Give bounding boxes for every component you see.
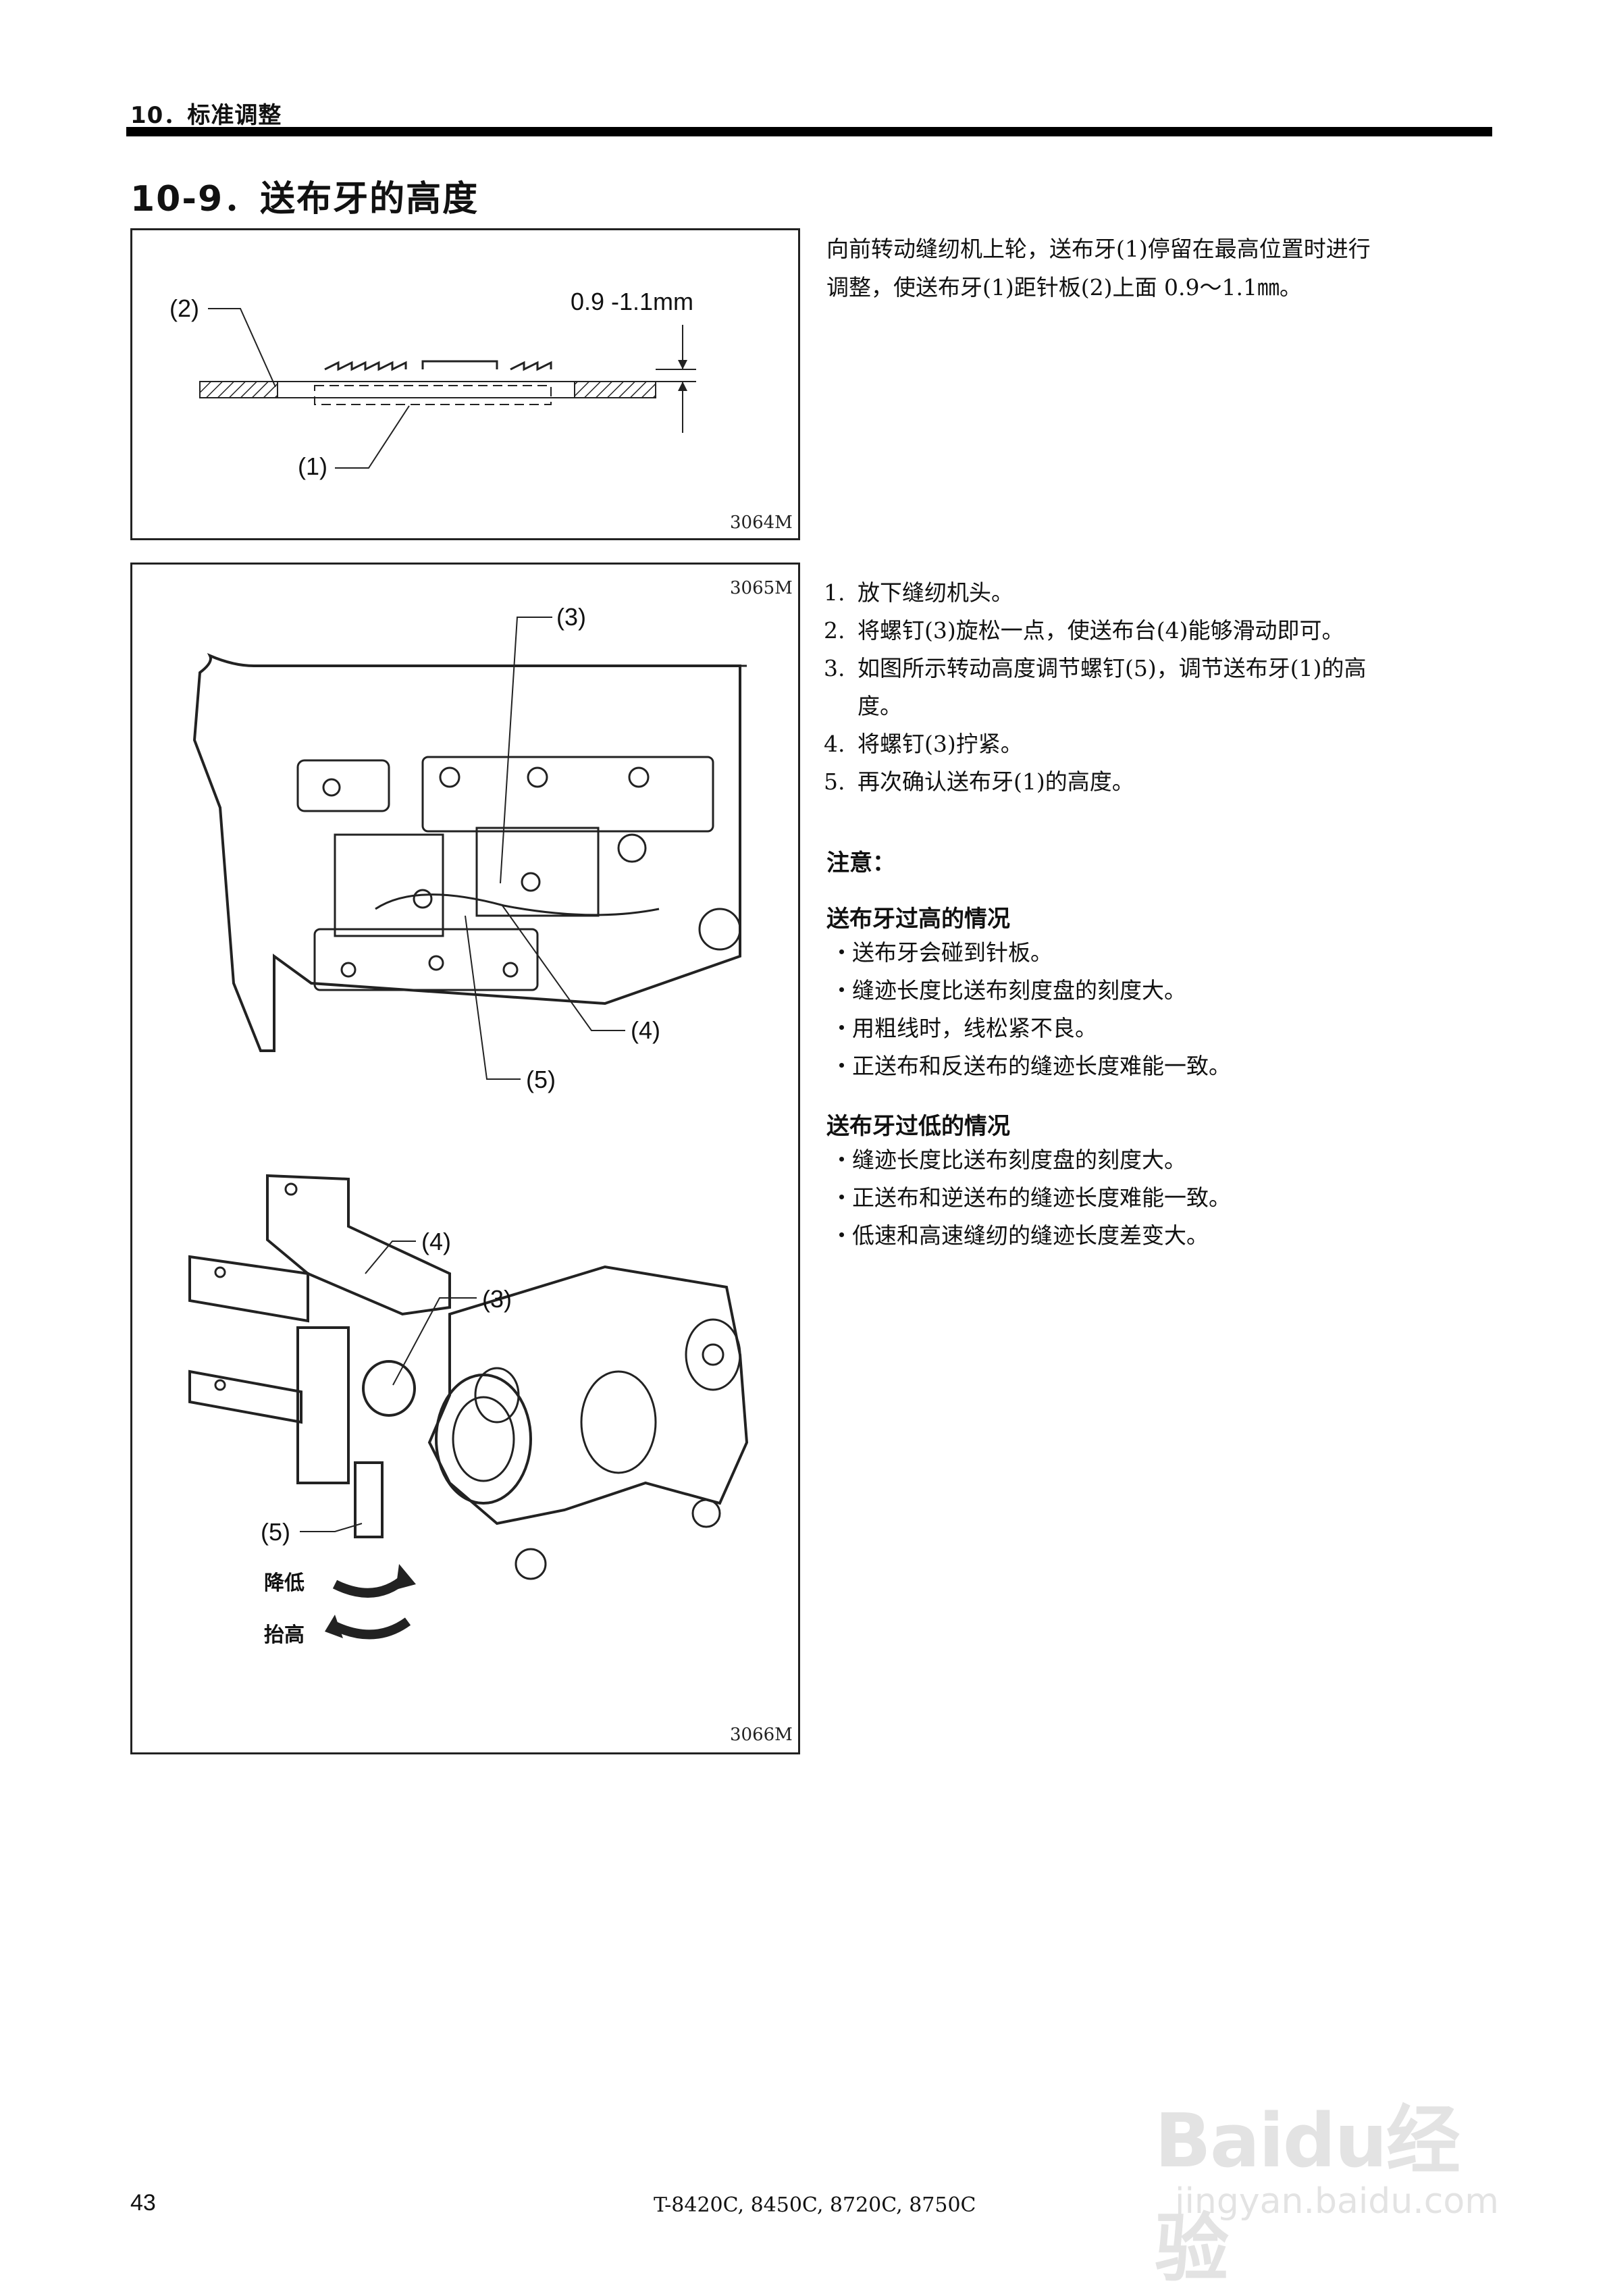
- callout-adjust-screw-5-detail: (5): [261, 1518, 290, 1546]
- section-header: 10．标准调整: [130, 102, 282, 129]
- list-item: ・缝迹长度比送布刻度盘的刻度大。: [831, 977, 1186, 1003]
- adjust-screw-5: [354, 1461, 384, 1538]
- screw-3-head: [362, 1360, 416, 1417]
- feed-rock-shaft: [421, 756, 714, 833]
- figure-code: 3064M: [730, 513, 793, 533]
- intro-line-1: 向前转动缝纫机上轮，送布牙(1)停留在最高位置时进行: [826, 236, 1371, 262]
- direction-lower-label: 降低: [264, 1571, 305, 1595]
- needle-plate-left: [199, 381, 278, 398]
- too-high-heading: 送布牙过高的情况: [826, 906, 1010, 933]
- list-item: ・低速和高速缝纫的缝迹长度差变大。: [831, 1222, 1209, 1249]
- feed-rock-shaft-crank: [427, 1265, 749, 1525]
- callout-adjust-screw-5: (5): [526, 1066, 556, 1093]
- machine-bed-outline: [192, 653, 741, 1052]
- feed-dog-body: [314, 385, 552, 405]
- too-high-list: ・送布牙会碰到针板。 ・缝迹长度比送布刻度盘的刻度大。 ・用粗线时，线松紧不良。…: [831, 934, 1492, 1085]
- figure-code-bottom: 3066M: [730, 1725, 793, 1745]
- step-item-continued: 度。: [858, 693, 902, 719]
- step-item: 1.放下缝纫机头。: [824, 579, 1013, 606]
- direction-raise-label: 抬高: [264, 1623, 305, 1647]
- note-heading: 注意：: [826, 850, 895, 877]
- dimension-label: 0.9 -1.1mm: [571, 288, 693, 315]
- rotate-raise-arrow-icon: [333, 1617, 411, 1640]
- feed-bar-block-left: [296, 759, 390, 812]
- step-item: 2.将螺钉(3)旋松一点，使送布台(4)能够滑动即可。: [824, 617, 1344, 644]
- feed-dog-arm-lower: [188, 1369, 302, 1424]
- callout-feed-dog: (1): [298, 452, 327, 480]
- mechanism-diagram: (3) (4) (5) (4): [188, 603, 749, 1647]
- page-title: 10-9．送布牙的高度: [130, 179, 479, 219]
- intro-line-2: 调整，使送布牙(1)距针板(2)上面 0.9～1.1㎜。: [826, 274, 1302, 301]
- feed-bar-stem: [296, 1326, 350, 1484]
- step-item: 3.如图所示转动高度调节螺钉(5)，调节送布牙(1)的高: [824, 655, 1367, 681]
- callout-screw-3: (3): [556, 603, 586, 631]
- callout-screw-3-detail: (3): [482, 1285, 512, 1313]
- list-item: ・正送布和逆送布的缝迹长度难能一致。: [831, 1184, 1231, 1211]
- figure-feed-dog-height: 0.9 -1.1mm (2) (1) 3064M: [130, 228, 800, 540]
- too-low-list: ・缝迹长度比送布刻度盘的刻度大。 ・正送布和逆送布的缝迹长度难能一致。 ・低速和…: [831, 1141, 1492, 1255]
- feed-bar-part: [266, 1174, 451, 1316]
- list-item: ・送布牙会碰到针板。: [831, 939, 1053, 966]
- callout-feed-bar-4-detail: (4): [421, 1228, 451, 1255]
- page-number: 43: [130, 2190, 156, 2216]
- watermark-url: jingyan.baidu.com: [1175, 2181, 1499, 2222]
- list-item: ・正送布和反送布的缝迹长度难能一致。: [831, 1053, 1231, 1079]
- screw-icon: [322, 778, 341, 797]
- figure-code-top: 3065M: [730, 578, 793, 598]
- watermark: Baidu经验 jingyan.baidu.com: [1148, 2066, 1526, 2292]
- figure-adjustment: (3) (4) (5) (4): [130, 563, 800, 1754]
- feed-dog-teeth: [324, 360, 552, 371]
- feed-dog-diagram: 0.9 -1.1mm (2) (1): [169, 288, 696, 480]
- step-item: 5.再次确认送布牙(1)的高度。: [824, 768, 1134, 795]
- list-item: ・用粗线时，线松紧不良。: [831, 1015, 1097, 1041]
- callout-needle-plate: (2): [169, 294, 199, 322]
- model-list: T-8420C, 8450C, 8720C, 8750C: [654, 2193, 976, 2217]
- needle-plate-right: [574, 381, 656, 398]
- too-low-heading: 送布牙过低的情况: [826, 1113, 1010, 1140]
- feed-base: [313, 928, 539, 991]
- step-item: 4.将螺钉(3)拧紧。: [824, 731, 1023, 757]
- feed-bar: [334, 833, 444, 937]
- adjustment-steps: 1.放下缝纫机头。 2.将螺钉(3)旋松一点，使送布台(4)能够滑动即可。 3.…: [824, 574, 1499, 801]
- list-item: ・缝迹长度比送布刻度盘的刻度大。: [831, 1147, 1186, 1173]
- rotate-lower-arrow-icon: [332, 1573, 409, 1598]
- header-rule: [126, 127, 1492, 136]
- feed-dog-arm-upper: [188, 1255, 309, 1323]
- callout-feed-bar-4: (4): [631, 1016, 660, 1044]
